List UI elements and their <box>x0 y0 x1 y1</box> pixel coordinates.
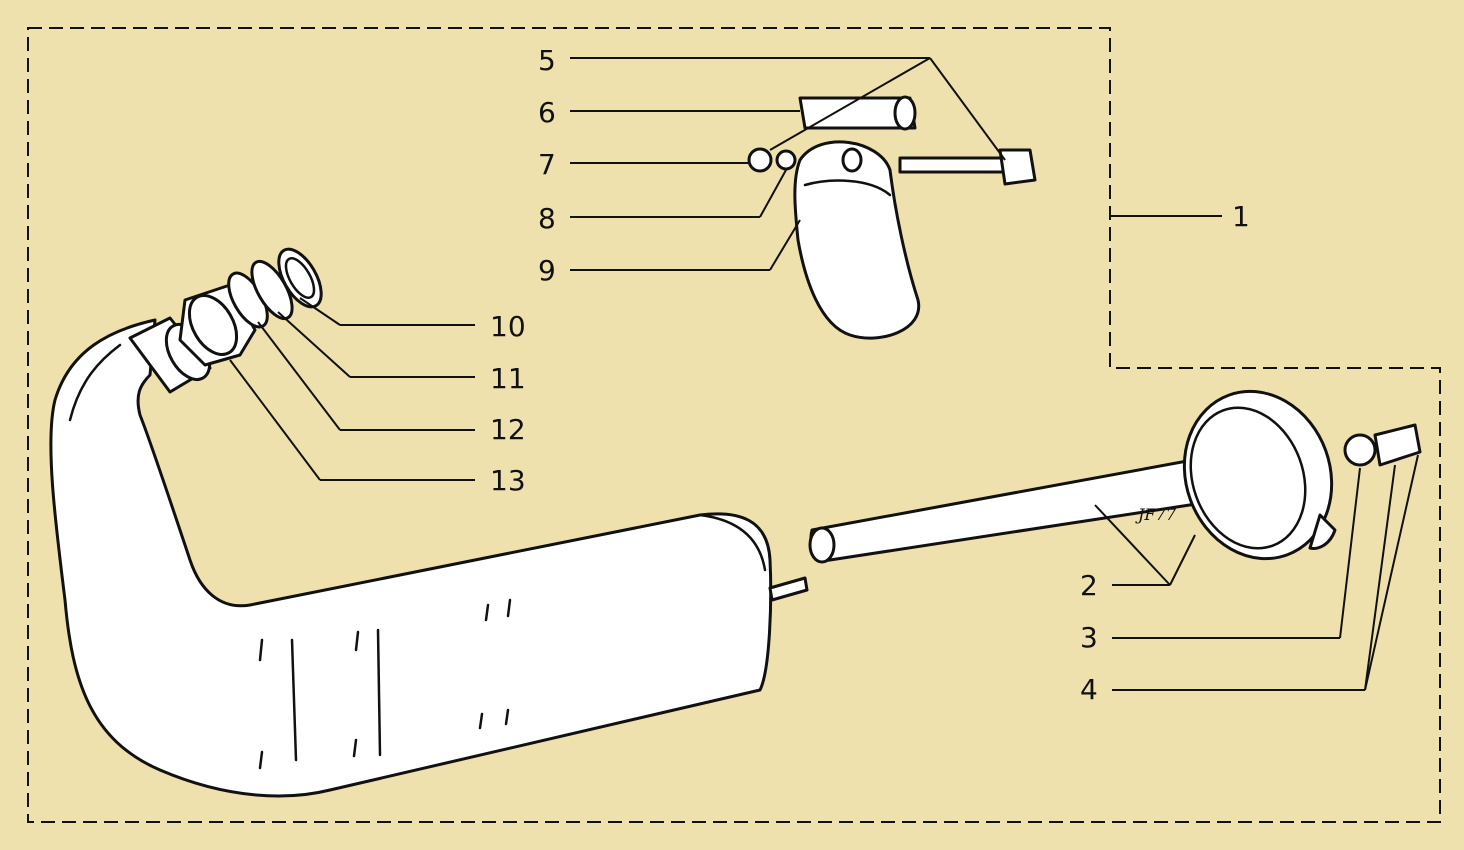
muffler <box>49 316 809 798</box>
callout-9: 9 <box>538 254 556 287</box>
artist-signature: JF77 <box>1135 505 1177 524</box>
assembly-boundary <box>27 27 1441 823</box>
exhaust-nut-assembly <box>178 247 323 367</box>
clamp-assembly <box>747 95 1037 340</box>
callout-7: 7 <box>538 148 556 181</box>
callout-3: 3 <box>1080 621 1098 654</box>
callout-10: 10 <box>490 310 526 343</box>
callout-6: 6 <box>538 96 556 129</box>
callout-11: 11 <box>490 362 526 395</box>
callout-8: 8 <box>538 202 556 235</box>
callout-5: 5 <box>538 44 556 77</box>
callout-1: 1 <box>1232 200 1250 233</box>
callout-12: 12 <box>490 413 526 446</box>
callout-2: 2 <box>1080 569 1098 602</box>
callout-13: 13 <box>490 464 526 497</box>
callout-labels: 1 2 3 4 5 6 7 8 9 10 11 12 13 <box>490 44 1250 706</box>
tail-pipe-assembly <box>808 389 1422 564</box>
leader-lines <box>229 57 1419 691</box>
callout-4: 4 <box>1080 673 1098 706</box>
